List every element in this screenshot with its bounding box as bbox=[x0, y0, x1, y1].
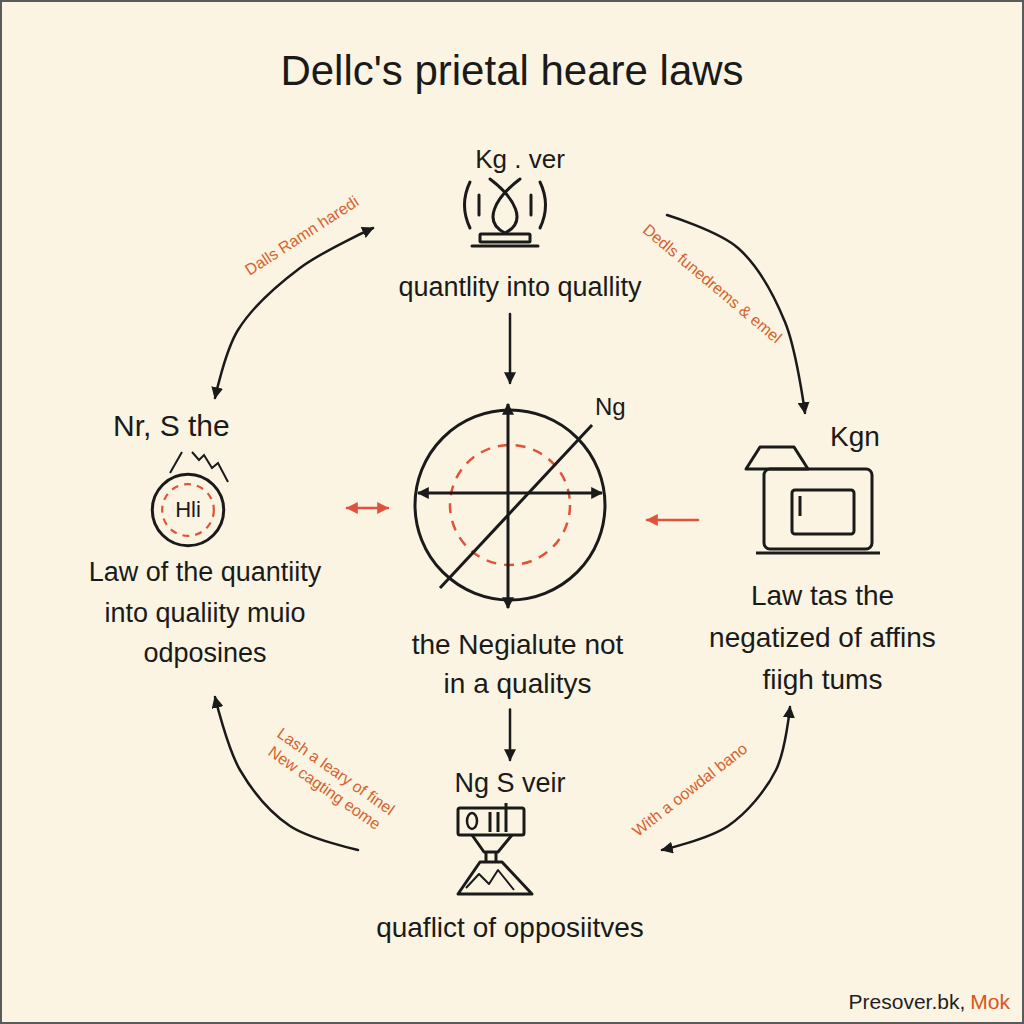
watermark: Presover.bk, bbox=[849, 989, 966, 1014]
connector bbox=[509, 709, 512, 760]
negation-circle-part bbox=[418, 492, 602, 495]
flask-icon-part bbox=[467, 813, 477, 829]
negation-circle-part bbox=[507, 404, 510, 608]
hatch-leads-part bbox=[192, 452, 228, 482]
hatch-leads-part bbox=[170, 452, 182, 473]
flask-icon-part bbox=[466, 870, 514, 890]
lamp-box-icon-part bbox=[756, 552, 880, 555]
node-heading: Nr, S the bbox=[113, 408, 333, 444]
flask-icon bbox=[458, 803, 532, 894]
node-text: Law tas the negatized of affins fiigh tu… bbox=[705, 575, 940, 701]
negation-circle bbox=[415, 404, 605, 608]
edge-label-holder: Lash a leary of finel New cagting eome bbox=[249, 715, 411, 845]
negation-circle-part bbox=[440, 425, 592, 588]
knot-icon-part bbox=[530, 195, 533, 215]
flask-icon-part bbox=[458, 862, 532, 894]
arc-label: With a oowdal bano bbox=[627, 738, 753, 843]
law-node: Ng the Negialute not in a qualitys bbox=[390, 385, 645, 707]
knot-icon-part bbox=[490, 179, 520, 233]
negation-circle-part bbox=[415, 410, 605, 600]
lamp-box-icon-part bbox=[799, 496, 802, 516]
diagram-title: Dellc's prietal heare laws bbox=[0, 46, 1024, 96]
connector bbox=[509, 314, 512, 383]
connector bbox=[347, 507, 388, 510]
node-heading: Kg . ver bbox=[375, 144, 665, 175]
lamp-box-icon-part bbox=[746, 447, 808, 469]
arc-label: Dalls Ramn haredi bbox=[240, 191, 365, 282]
law-node: Kg . ver quantlity into quallity bbox=[375, 140, 665, 312]
law-node: Ng S veir quaflict of opposiitves bbox=[360, 762, 660, 954]
edge-label-holder: Dedls funedrems & emel bbox=[621, 206, 802, 363]
lamp-box-icon-part bbox=[764, 469, 872, 549]
connector bbox=[215, 228, 373, 398]
knot-icon-part bbox=[478, 195, 481, 215]
lamp-box-icon bbox=[746, 447, 880, 553]
node-text: Law of the quantiity into qualiity muio … bbox=[65, 552, 345, 674]
node-heading: Ng bbox=[595, 393, 640, 422]
node-text: quaflict of opposiitves bbox=[360, 910, 660, 946]
node-heading: Kgn bbox=[830, 420, 910, 454]
flask-icon-part bbox=[490, 803, 506, 832]
watermark: Mok bbox=[970, 989, 1010, 1014]
title-holder: Dellc's prietal heare laws bbox=[0, 46, 1024, 96]
node-text: the Negialute not in a qualitys bbox=[400, 625, 635, 703]
connector bbox=[647, 519, 698, 522]
watermark-holder: Presover.bk,Mok bbox=[849, 989, 1010, 1014]
knot-icon-part bbox=[472, 245, 538, 248]
circle-node: Hli bbox=[150, 472, 226, 548]
law-node: KgnLaw tas the negatized of affins fiigh… bbox=[700, 415, 945, 705]
knot-icon-part bbox=[465, 182, 471, 228]
edge-label-holder: Dalls Ramn haredi bbox=[225, 181, 378, 290]
knot-icon-part bbox=[480, 234, 530, 242]
law-node: Nr, S theLaw of the quantiity into quali… bbox=[65, 400, 345, 695]
knot-icon-part bbox=[540, 182, 546, 228]
lamp-box-icon-part bbox=[792, 490, 854, 534]
edge-label-holder: With a oowdal bano bbox=[621, 733, 759, 847]
connector bbox=[662, 707, 790, 850]
knot-icon bbox=[465, 179, 546, 246]
arc-label: Dedls funedrems & emel bbox=[637, 219, 787, 350]
node-heading: Ng S veir bbox=[360, 767, 660, 799]
flask-icon-part bbox=[472, 835, 512, 852]
arc-label: Lash a leary of finel New cagting eome bbox=[249, 715, 411, 845]
negation-circle-part bbox=[450, 445, 570, 565]
hatch-leads bbox=[170, 452, 228, 482]
node-text: Hli bbox=[150, 497, 226, 523]
node-text: quantlity into quallity bbox=[375, 270, 665, 305]
